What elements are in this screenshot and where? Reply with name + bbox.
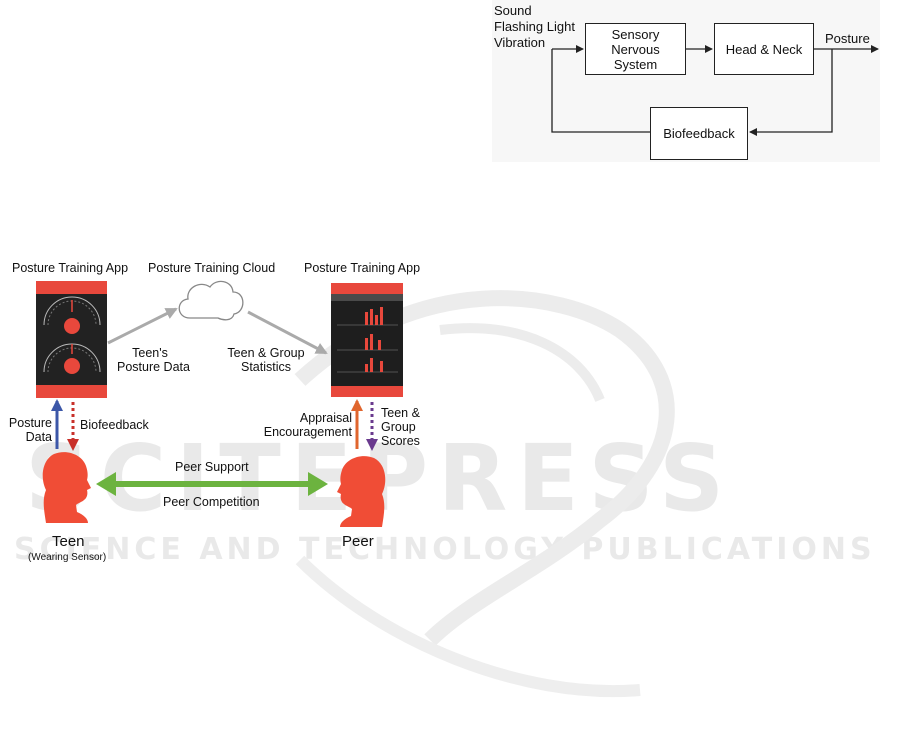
upload-label-line-1: Teen's [132,346,168,360]
sensory-nervous-system-block: Sensory Nervous System [585,23,686,75]
download-label: Teen & Group Statistics [224,346,308,374]
peer-support-label: Peer Support [175,460,249,474]
peer-app-title: Posture Training App [304,261,421,275]
peer-up-label: Appraisal Encouragement [256,411,352,439]
head-neck-block: Head & Neck [714,23,814,75]
peer-down-label-line-1: Teen & [381,406,420,420]
teen-head-icon [42,452,91,523]
sensory-line-1: Sensory [611,26,660,42]
teen-up-label: Posture Data [6,416,52,444]
teen-note-label: (Wearing Sensor) [28,552,107,563]
peer-up-label-line-2: Encouragement [263,425,352,439]
teen-name-label: Teen [52,533,85,550]
peer-up-label-line-1: Appraisal [299,411,352,425]
upload-label: Teen's Posture Data [117,346,190,374]
peer-head-icon [337,456,386,527]
biofeedback-block: Biofeedback [650,107,748,160]
upload-arrow [107,307,178,345]
peer-competition-label: Peer Competition [163,495,260,509]
head-neck-label: Head & Neck [725,41,803,57]
teen-up-label-line-2: Data [25,430,52,444]
peer-phone-screenshot [331,283,403,397]
teen-app-title: Posture Training App [12,261,129,275]
teen-phone-screenshot [36,281,107,398]
peer-down-label: Teen & Group Scores [381,406,420,448]
upload-label-line-2: Posture Data [117,360,190,374]
cloud-title: Posture Training Cloud [148,261,276,275]
sensory-line-3: System [613,56,658,72]
sensory-line-2: Nervous [611,41,660,57]
peer-name-label: Peer [342,533,374,550]
output-posture-label: Posture [825,31,870,46]
download-label-line-2: Statistics [240,360,291,374]
peer-link-arrow [96,472,328,496]
peer-down-label-line-2: Group [381,420,416,434]
input-light-label: Flashing Light [494,19,575,34]
teen-up-label-line-1: Posture [8,416,52,430]
cloud-icon [178,280,244,321]
watermark-sub: SCIENCE AND TECHNOLOGY PUBLICATIONS [14,532,876,567]
peer-down-label-line-3: Scores [381,434,420,448]
download-label-line-1: Teen & Group [227,346,305,360]
download-arrow [247,310,328,355]
biofeedback-block-label: Biofeedback [663,126,735,141]
teen-down-label: Biofeedback [80,418,149,432]
input-vibration-label: Vibration [494,35,546,50]
input-sound-label: Sound [494,3,532,18]
